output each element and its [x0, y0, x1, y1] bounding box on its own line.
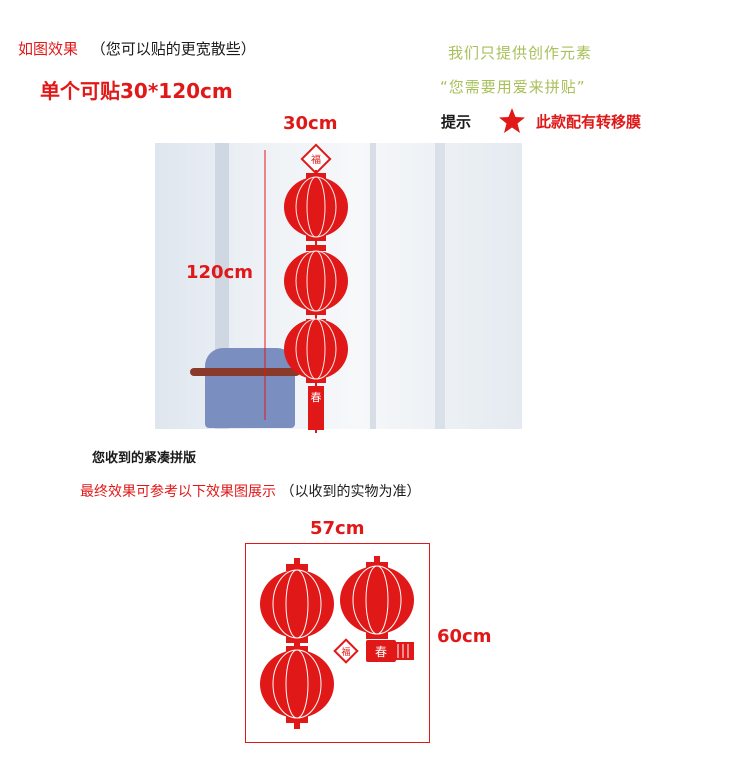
- star-icon: [499, 108, 525, 133]
- layout-sheet: 福 春: [245, 543, 430, 743]
- hint-text: 此款配有转移膜: [536, 113, 642, 131]
- effect-note: （您可以贴的更宽散些）: [90, 40, 256, 58]
- height-line: [264, 150, 266, 420]
- tip-line-2: “您需要用爱来拼贴”: [440, 78, 586, 96]
- tip-line-1: 我们只提供创作元素: [448, 44, 593, 62]
- layout-lanterns: 福 春: [260, 556, 414, 729]
- effect-title: 如图效果 （您可以贴的更宽散些）: [18, 38, 256, 59]
- chair-cushion: [205, 348, 295, 428]
- received-note: 最终效果可参考以下效果图展示 （以收到的实物为准）: [80, 481, 420, 501]
- chair-arm: [190, 368, 300, 376]
- size-single-label: 单个可贴30*120cm: [40, 79, 233, 103]
- effect-title-text: 如图效果: [18, 40, 79, 58]
- layout-top-char: 福: [341, 646, 350, 658]
- received-note-dark: （以收到的实物为准）: [280, 484, 421, 500]
- photo-width-label: 30cm: [283, 113, 338, 134]
- received-note-red: 最终效果可参考以下效果图展示: [80, 484, 276, 500]
- lantern-string-photo: 福 春: [284, 143, 348, 433]
- photo-top-char: 福: [311, 153, 321, 166]
- layout-width-label: 57cm: [310, 518, 365, 539]
- photo-height-label: 120cm: [186, 262, 253, 283]
- layout-height-label: 60cm: [437, 626, 492, 647]
- photo-tassel-char: 春: [311, 391, 322, 404]
- hint-prefix: 提示: [441, 113, 472, 131]
- layout-tassel-char: 春: [375, 645, 387, 659]
- received-title: 您收到的紧凑拼版: [92, 451, 197, 466]
